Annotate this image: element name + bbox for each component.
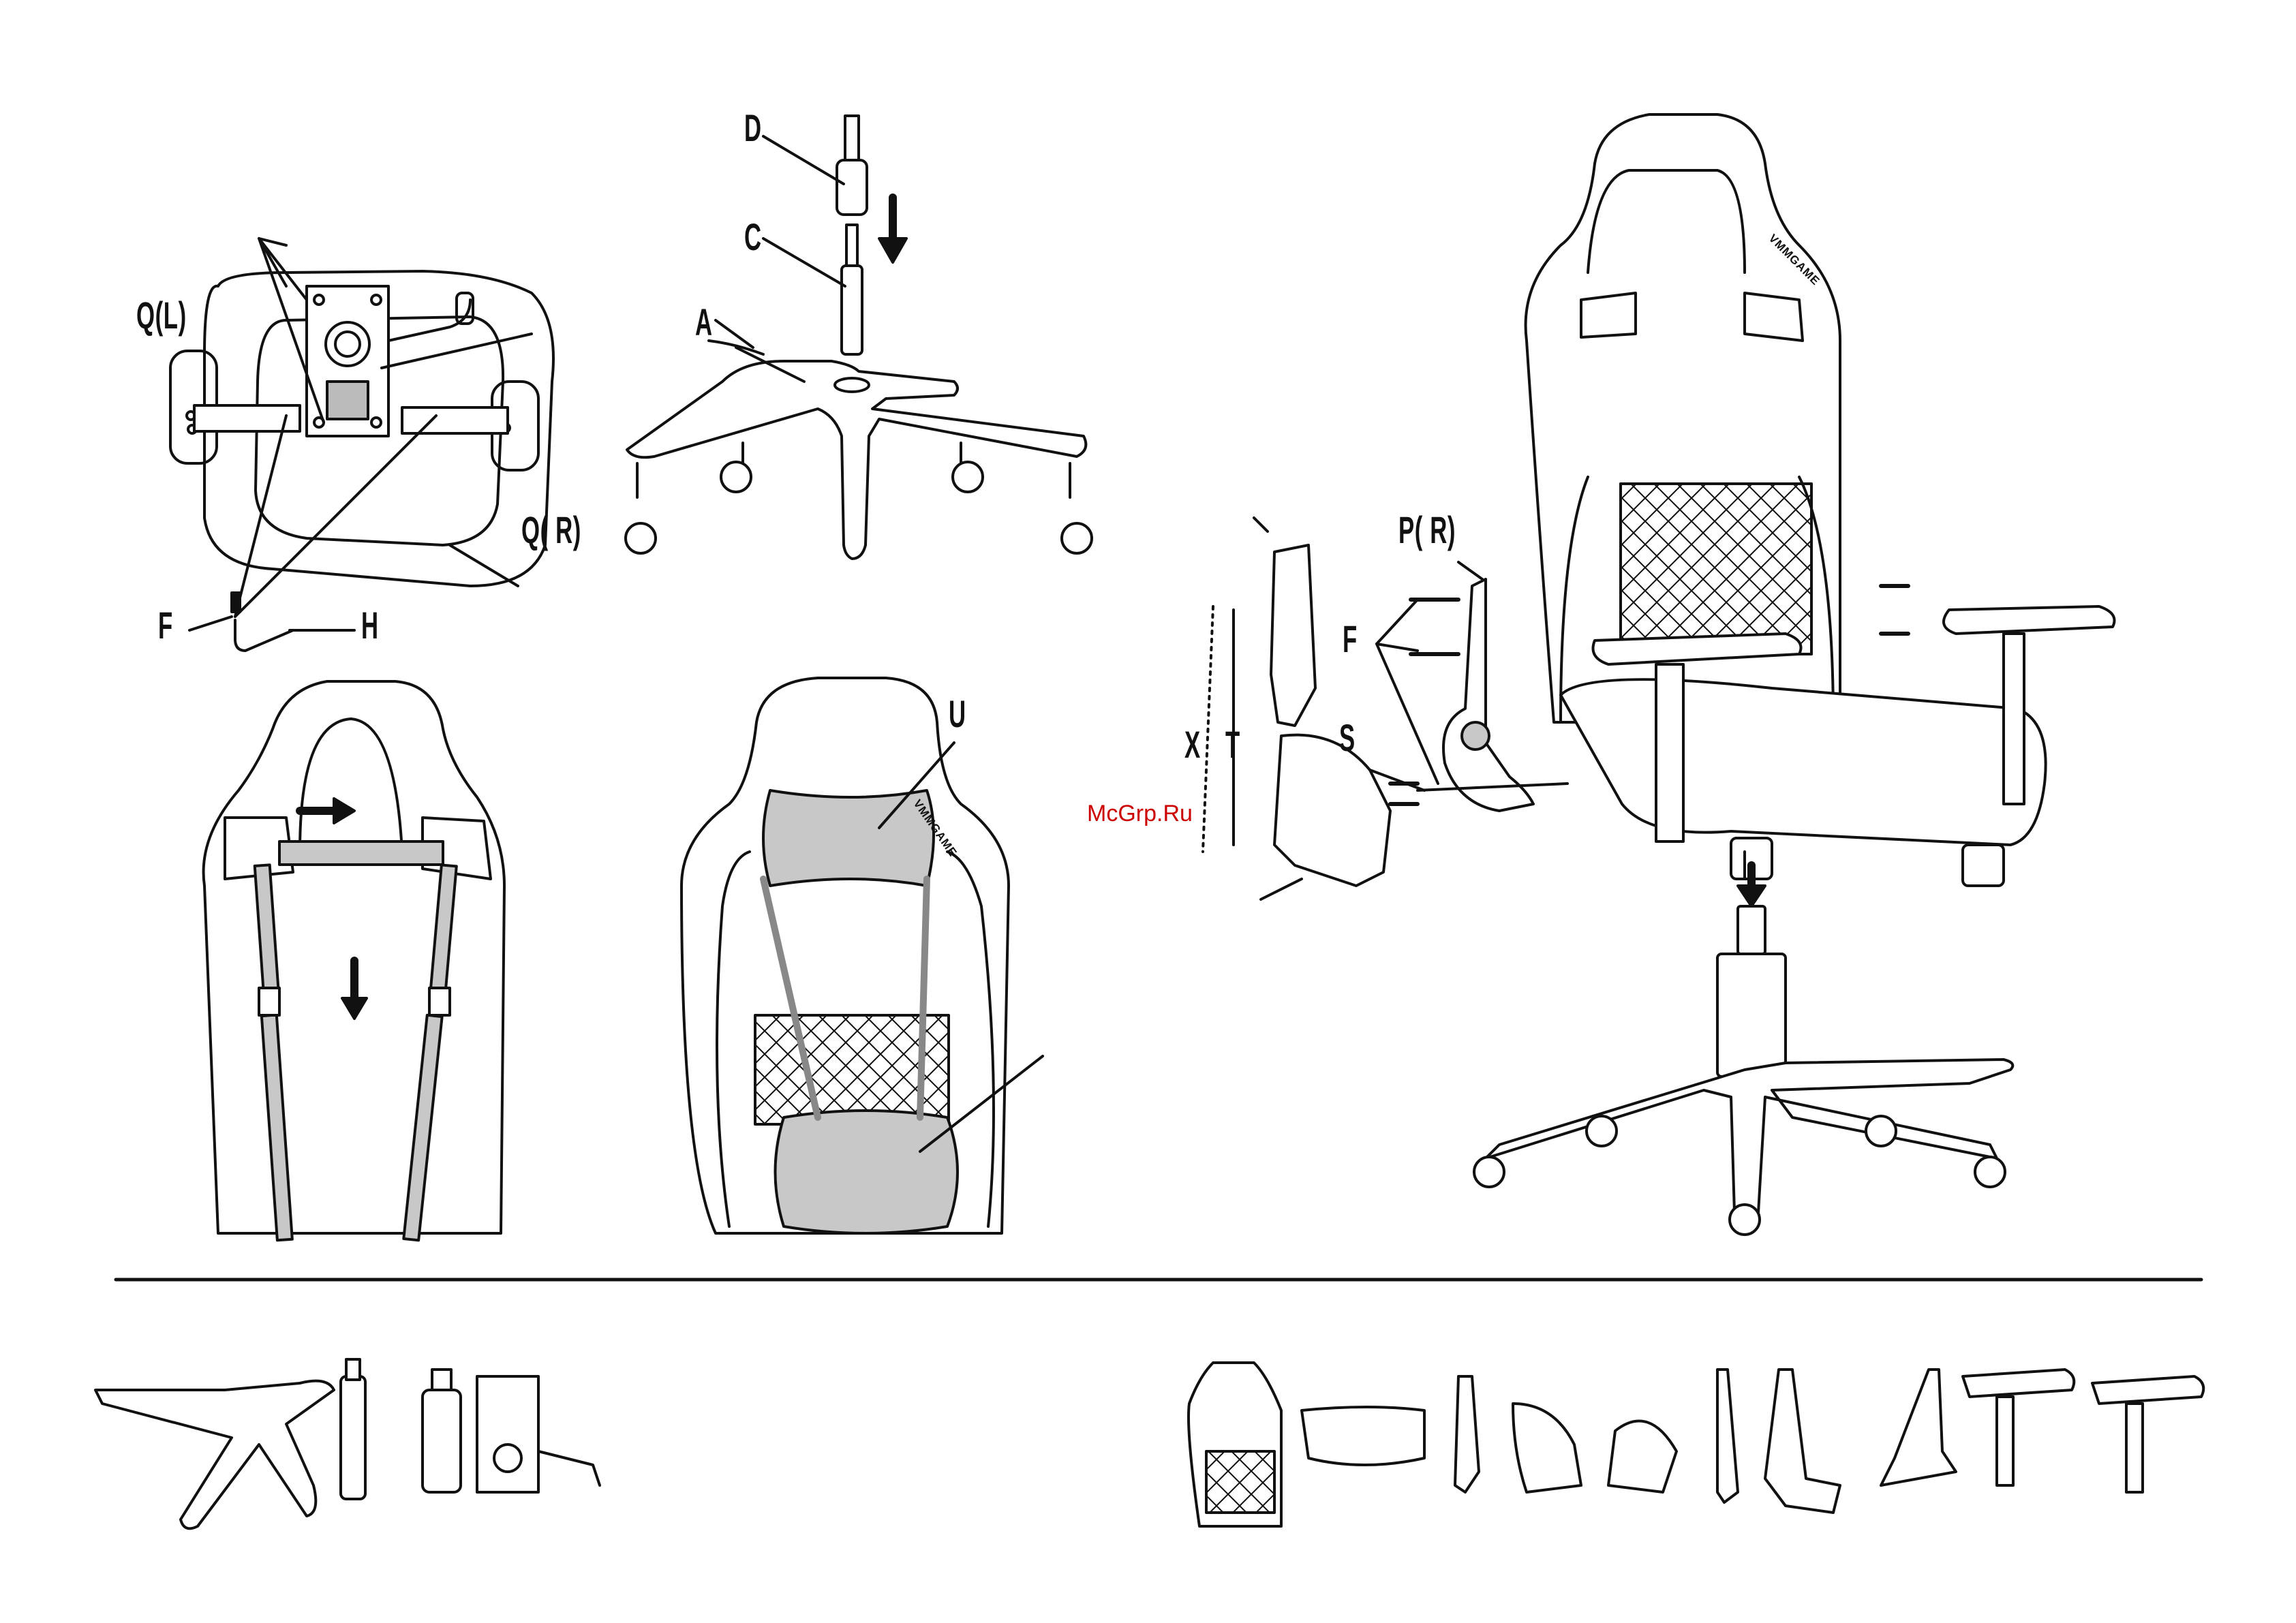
watermark: McGrp.Ru (1087, 801, 1193, 827)
label-a: A (695, 303, 713, 341)
backrest-pillows-figure (682, 678, 1043, 1233)
parts-left (95, 1359, 600, 1528)
label-q-l: Q(L) (136, 296, 187, 335)
full-chair-figure (1203, 114, 2115, 1235)
label-u: U (949, 695, 966, 733)
label-c: C (744, 218, 762, 256)
label-p-r: P( R) (1398, 511, 1456, 549)
label-f-right: F (1343, 620, 1358, 658)
backrest-straps-figure (204, 681, 504, 1240)
label-x: X (1184, 726, 1201, 764)
label-d: D (744, 109, 762, 147)
seat-underside-figure (170, 238, 553, 651)
label-t: T (1225, 726, 1240, 764)
parts-right (1189, 1363, 2203, 1526)
label-h: H (361, 606, 379, 645)
label-s: S (1339, 719, 1356, 757)
label-f-top: F (158, 606, 173, 645)
label-q-r: Q( R) (521, 511, 581, 549)
